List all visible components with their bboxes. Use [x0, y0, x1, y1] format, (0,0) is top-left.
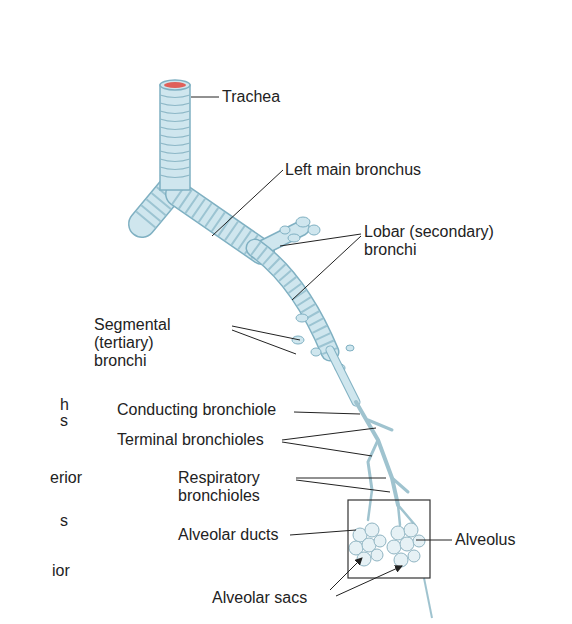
alveolus: [365, 523, 379, 537]
segmental-bud: [296, 314, 308, 322]
leader-line: [292, 236, 361, 300]
part-label: Conducting bronchiole: [117, 401, 276, 419]
trachea-tube: [160, 85, 190, 190]
bronchiole-outline: [330, 350, 356, 402]
segmental-bud: [280, 226, 290, 234]
leader-line: [280, 234, 361, 246]
cropped-label-fragment: ior: [52, 562, 70, 580]
cartilage-rings: [160, 95, 190, 178]
alveolus: [357, 552, 371, 566]
leader-line: [282, 428, 376, 440]
terminal-bronchiole: [356, 402, 398, 505]
alveolus: [394, 553, 408, 567]
alveolus: [374, 535, 386, 547]
segmental-bud: [296, 217, 310, 227]
alveolar-cluster: [349, 523, 425, 567]
part-label: Trachea: [222, 88, 280, 106]
magnified-region-box: [348, 500, 430, 578]
alveolus: [387, 540, 401, 554]
leader-line: [296, 478, 386, 479]
leader-arrow: [336, 566, 402, 596]
segmental-bud: [346, 345, 354, 351]
trachea-rim: [160, 80, 190, 90]
part-label: Lobar (secondary) bronchi: [364, 223, 514, 259]
leader-line: [212, 170, 283, 236]
part-label: Alveolar ducts: [178, 526, 279, 544]
part-label: Segmental (tertiary) bronchi: [94, 316, 194, 370]
alveolus: [371, 549, 383, 561]
alveolus: [404, 523, 418, 537]
segmental-bud: [288, 234, 300, 242]
leader-line: [416, 540, 452, 541]
leader-line: [191, 97, 219, 98]
cropped-label-fragment: s: [60, 512, 68, 530]
cropped-label-fragment: s: [60, 412, 68, 430]
part-label: Left main bronchus: [285, 161, 421, 179]
leader-line: [282, 442, 372, 456]
respiratory-bronchiole: [392, 478, 408, 492]
leader-line: [294, 412, 360, 414]
conducting-bronchiole: [330, 350, 356, 402]
cropped-label-fragment: h: [60, 396, 69, 414]
part-label: Alveolar sacs: [212, 589, 307, 607]
cropped-label-fragment: erior: [50, 469, 82, 487]
trachea-lumen: [164, 82, 186, 88]
leader-line: [296, 480, 390, 492]
segmental-bud: [311, 348, 321, 356]
leader-line: [290, 530, 356, 535]
segmental-bud: [308, 225, 320, 235]
part-label: Alveolus: [455, 531, 515, 549]
part-label: Terminal bronchioles: [117, 431, 264, 449]
bronchiole-branch: [368, 440, 378, 490]
leader-line: [232, 326, 300, 340]
part-label: Respiratory bronchioles: [178, 469, 290, 505]
alveolus: [413, 535, 425, 547]
leader-lines: [191, 97, 452, 596]
leader-line: [232, 330, 296, 354]
vessel-line: [424, 578, 432, 618]
alveolus: [408, 550, 420, 562]
leader-arrow: [330, 558, 362, 590]
alveolus: [400, 537, 414, 551]
alveolar-duct: [368, 490, 415, 525]
